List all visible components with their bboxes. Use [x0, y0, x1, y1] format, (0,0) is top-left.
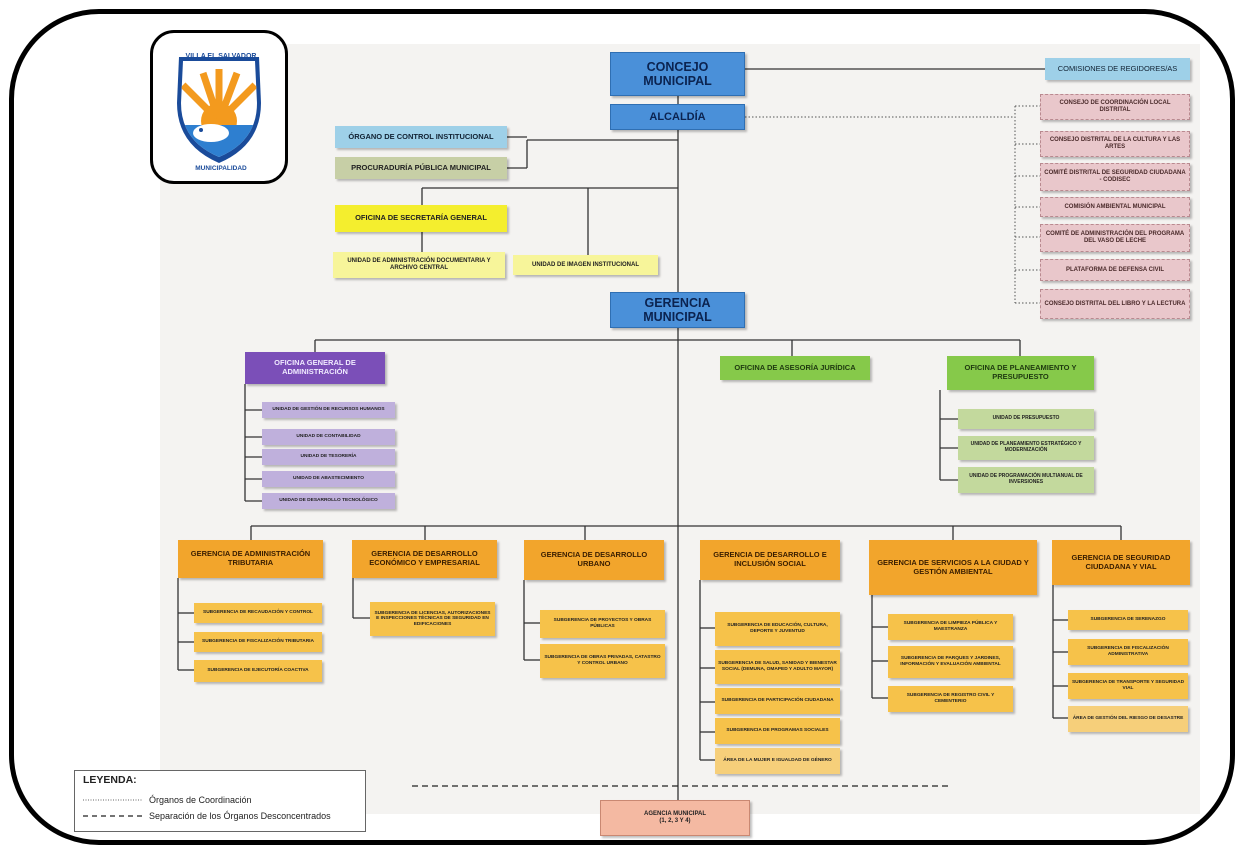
coordination-box: CONSEJO DE COORDINACIÓN LOCAL DISTRITAL	[1040, 94, 1190, 120]
subgerencia-box: SUBGERENCIA DE LICENCIAS, AUTORIZACIONES…	[370, 602, 495, 636]
unidad-imagen-box: UNIDAD DE IMAGEN INSTITUCIONAL	[513, 255, 658, 275]
gerencia-box: GERENCIA DE DESARROLLO ECONÓMICO Y EMPRE…	[352, 540, 497, 578]
subgerencia-box: SUBGERENCIA DE PROYECTOS Y OBRAS PÚBLICA…	[540, 610, 665, 638]
municipal-logo: VILLA EL SALVADOR MUNICIPALIDAD	[150, 30, 288, 184]
subgerencia-box: SUBGERENCIA DE REGISTRO CIVIL Y CEMENTER…	[888, 686, 1013, 712]
coordination-box: COMITÉ DE ADMINISTRACIÓN DEL PROGRAMA DE…	[1040, 224, 1190, 252]
subgerencia-box: SUBGERENCIA DE FISCALIZACIÓN TRIBUTARIA	[194, 632, 322, 652]
dotted-line-icon	[83, 799, 143, 801]
comisiones-regidores-box: COMISIONES DE REGIDORES/AS	[1045, 58, 1190, 80]
subgerencia-box: ÁREA DE LA MUJER E IGUALDAD DE GÉNERO	[715, 748, 840, 774]
subgerencia-box: SUBGERENCIA DE LIMPIEZA PÚBLICA Y MAESTR…	[888, 614, 1013, 640]
municipality-shield-icon	[177, 57, 261, 163]
planeamiento-box: OFICINA DE PLANEAMIENTO Y PRESUPUESTO	[947, 356, 1094, 390]
subgerencia-box: SUBGERENCIA DE RECAUDACIÓN Y CONTROL	[194, 603, 322, 623]
coordination-box: COMISIÓN AMBIENTAL MUNICIPAL	[1040, 197, 1190, 217]
planeamiento-unit-box: UNIDAD DE PLANEAMIENTO ESTRATÉGICO Y MOD…	[958, 436, 1094, 460]
admin-unit-box: UNIDAD DE DESARROLLO TECNOLÓGICO	[262, 493, 395, 509]
logo-text-bottom: MUNICIPALIDAD	[195, 165, 247, 172]
legend: LEYENDA: Órganos de Coordinación Separac…	[74, 770, 366, 832]
coordination-box: PLATAFORMA DE DEFENSA CIVIL	[1040, 259, 1190, 281]
subgerencia-box: SUBGERENCIA DE EJECUTORÍA COACTIVA	[194, 660, 322, 682]
secretaria-general-box: OFICINA DE SECRETARÍA GENERAL	[335, 205, 507, 232]
subgerencia-box: SUBGERENCIA DE PARQUES Y JARDINES, INFOR…	[888, 646, 1013, 678]
coordination-box: CONSEJO DISTRITAL DEL LIBRO Y LA LECTURA	[1040, 289, 1190, 319]
dashed-line-icon	[83, 815, 143, 817]
gerencia-box: GERENCIA DE DESARROLLO URBANO	[524, 540, 664, 580]
unidad-documentaria-box: UNIDAD DE ADMINISTRACIÓN DOCUMENTARIA Y …	[333, 252, 505, 278]
administracion-box: OFICINA GENERAL DE ADMINISTRACIÓN	[245, 352, 385, 384]
organo-control-box: ÓRGANO DE CONTROL INSTITUCIONAL	[335, 126, 507, 148]
asesoria-juridica-box: OFICINA DE ASESORÍA JURÍDICA	[720, 356, 870, 380]
admin-unit-box: UNIDAD DE CONTABILIDAD	[262, 429, 395, 445]
coordination-box: CONSEJO DISTRITAL DE LA CULTURA Y LAS AR…	[1040, 131, 1190, 157]
planeamiento-unit-box: UNIDAD DE PRESUPUESTO	[958, 409, 1094, 429]
legend-dashed-label: Separación de los Órganos Desconcentrado…	[149, 811, 331, 821]
subgerencia-box: SUBGERENCIA DE PROGRAMAS SOCIALES	[715, 718, 840, 744]
subgerencia-box: ÁREA DE GESTIÓN DEL RIESGO DE DESASTRE	[1068, 706, 1188, 732]
agencia-title: AGENCIA MUNICIPAL	[644, 811, 706, 818]
admin-unit-box: UNIDAD DE ABASTECIMIENTO	[262, 471, 395, 487]
agencia-detail: (1, 2, 3 Y 4)	[659, 818, 691, 824]
subgerencia-box: SUBGERENCIA DE SERENAZGO	[1068, 610, 1188, 630]
gerencia-box: GERENCIA DE SEGURIDAD CIUDADANA Y VIAL	[1052, 540, 1190, 585]
legend-dashed-row: Separación de los Órganos Desconcentrado…	[83, 811, 331, 821]
subgerencia-box: SUBGERENCIA DE SALUD, SANIDAD Y BIENESTA…	[715, 650, 840, 684]
subgerencia-box: SUBGERENCIA DE EDUCACIÓN, CULTURA, DEPOR…	[715, 612, 840, 646]
admin-unit-box: UNIDAD DE TESORERÍA	[262, 449, 395, 465]
legend-dotted-label: Órganos de Coordinación	[149, 795, 252, 805]
coordination-box: COMITÉ DISTRITAL DE SEGURIDAD CIUDADANA …	[1040, 163, 1190, 191]
subgerencia-box: SUBGERENCIA DE OBRAS PRIVADAS, CATASTRO …	[540, 644, 665, 678]
subgerencia-box: SUBGERENCIA DE TRANSPORTE Y SEGURIDAD VI…	[1068, 673, 1188, 699]
gerencia-box: GERENCIA DE DESARROLLO E INCLUSIÓN SOCIA…	[700, 540, 840, 580]
planeamiento-unit-box: UNIDAD DE PROGRAMACIÓN MULTIANUAL DE INV…	[958, 467, 1094, 493]
concejo-municipal-box: CONCEJO MUNICIPAL	[610, 52, 745, 96]
agencia-municipal-box: AGENCIA MUNICIPAL (1, 2, 3 Y 4)	[600, 800, 750, 836]
gerencia-box: GERENCIA DE SERVICIOS A LA CIUDAD Y GEST…	[869, 540, 1037, 595]
subgerencia-box: SUBGERENCIA DE FISCALIZACIÓN ADMINISTRAT…	[1068, 639, 1188, 665]
gerencia-box: GERENCIA DE ADMINISTRACIÓN TRIBUTARIA	[178, 540, 323, 578]
legend-title: LEYENDA:	[83, 774, 137, 786]
logo-text-top: VILLA EL SALVADOR	[185, 53, 257, 60]
alcaldia-box: ALCALDÍA	[610, 104, 745, 130]
legend-dotted-row: Órganos de Coordinación	[83, 795, 252, 805]
subgerencia-box: SUBGERENCIA DE PARTICIPACIÓN CIUDADANA	[715, 688, 840, 714]
admin-unit-box: UNIDAD DE GESTIÓN DE RECURSOS HUMANOS	[262, 402, 395, 418]
procuraduria-box: PROCURADURÍA PÚBLICA MUNICIPAL	[335, 157, 507, 179]
gerencia-municipal-box: GERENCIA MUNICIPAL	[610, 292, 745, 328]
